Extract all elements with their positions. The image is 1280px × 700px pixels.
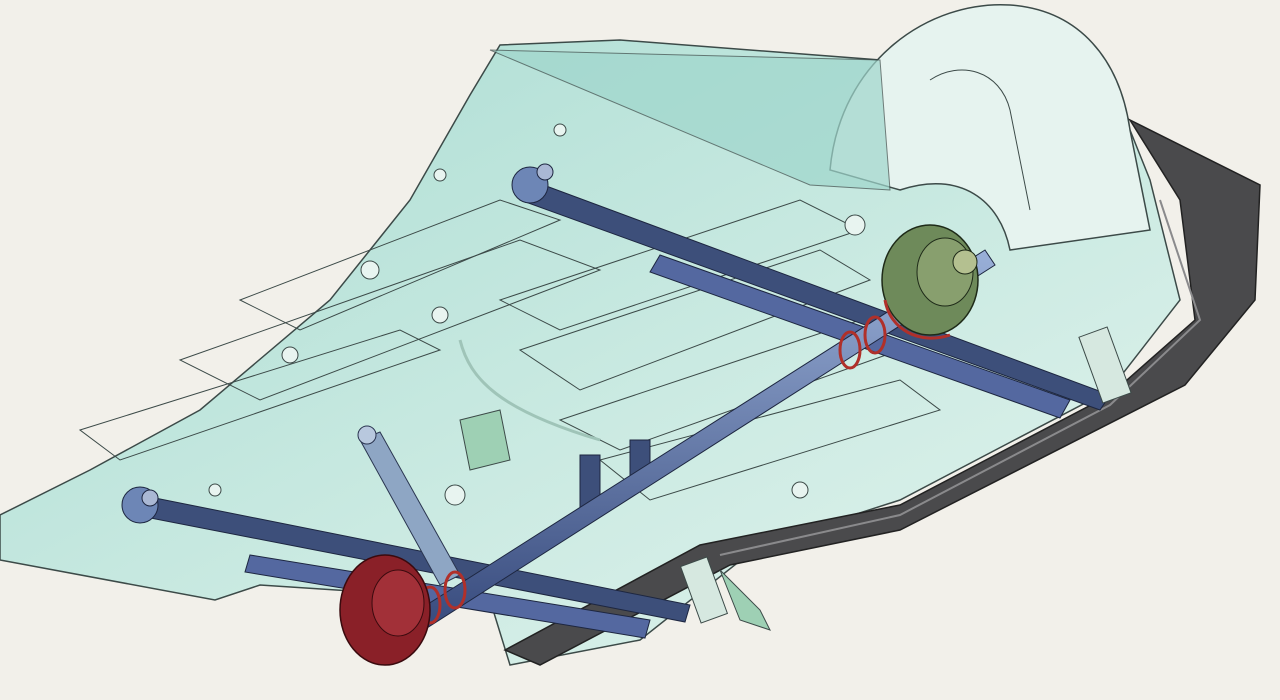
- brake-drum-left: [339, 554, 431, 666]
- wheel-arch: [829, 4, 1151, 251]
- bumper-highlight: [719, 199, 1202, 556]
- brake-drum-right: [881, 224, 979, 340]
- sill-edge: [489, 49, 891, 191]
- floor-holes: [208, 123, 866, 506]
- wheel-arch-inner: [929, 69, 1031, 211]
